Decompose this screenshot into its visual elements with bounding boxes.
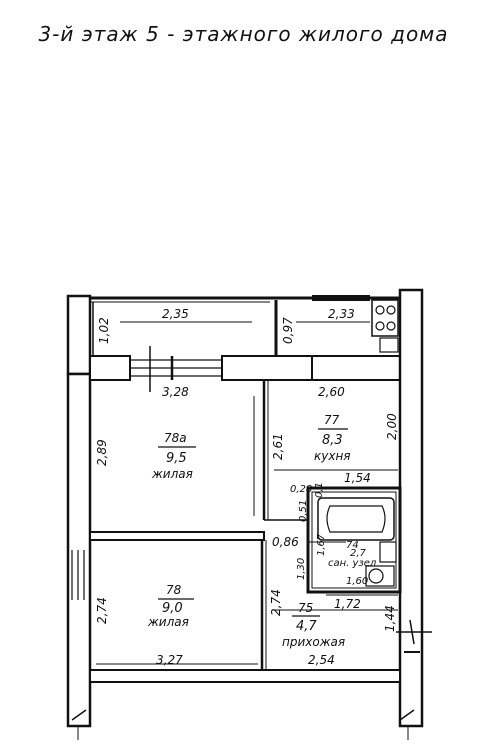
dim-0-28: 0,28 xyxy=(290,484,312,495)
room-75: 75 4,7 прихожая xyxy=(282,601,345,649)
wall-left-lower xyxy=(66,372,92,728)
dim-0-86: 0,86 xyxy=(272,535,299,549)
bathroom-walls xyxy=(306,486,402,594)
window-wall-segment-1 xyxy=(89,355,131,381)
dim-0-51: 0,51 xyxy=(298,500,309,522)
dim-1-44: 1,44 xyxy=(383,605,397,632)
dim-1-30: 1,30 xyxy=(296,558,307,580)
room-78-name: жилая xyxy=(147,615,189,629)
toilet-icon xyxy=(365,565,395,587)
dim-1-02: 1,02 xyxy=(97,317,111,344)
room-77-name: кухня xyxy=(314,449,351,463)
dim-2-60: 2,60 xyxy=(318,385,345,399)
dim-1-60: 1,60 xyxy=(346,576,368,587)
dim-2-61: 2,61 xyxy=(271,433,285,460)
dim-2-33: 2,33 xyxy=(328,307,355,321)
wall-bottom xyxy=(89,669,401,683)
room-75-number: 75 xyxy=(298,601,313,615)
washbasin-icon xyxy=(379,541,397,563)
room-74-area: 2,7 xyxy=(350,548,367,559)
sink-icon xyxy=(379,337,399,353)
window-wall-segment-2 xyxy=(221,355,313,381)
dim-1-54: 1,54 xyxy=(344,471,371,485)
dim-2-00: 2,00 xyxy=(385,413,399,440)
stove-icon xyxy=(371,299,399,337)
window-room-78a xyxy=(130,346,222,392)
room-74-number: 74 xyxy=(346,540,359,551)
dim-2-89: 2,89 xyxy=(95,439,109,466)
room-78a: 78а 9,5 жилая xyxy=(151,431,196,481)
dim-0-1: 0,1 xyxy=(314,482,325,498)
room-74: 74 2,7 сан. узел xyxy=(328,540,377,569)
wall-right xyxy=(398,288,424,728)
room-75-name: прихожая xyxy=(282,635,345,649)
room-78a-name: жилая xyxy=(151,467,193,481)
room-75-area: 4,7 xyxy=(296,619,317,634)
wall-78a-78 xyxy=(89,531,265,541)
room-77: 77 8,3 кухня xyxy=(314,413,351,463)
dim-2-74-mid: 2,74 xyxy=(269,589,283,616)
dim-3-27: 3,27 xyxy=(156,653,183,667)
room-78: 78 9,0 жилая xyxy=(147,583,194,629)
dim-0-97: 0,97 xyxy=(281,317,295,344)
dim-2-54: 2,54 xyxy=(308,653,335,667)
dim-2-74-left: 2,74 xyxy=(95,597,109,624)
dim-2-35: 2,35 xyxy=(162,307,189,321)
room-78-area: 9,0 xyxy=(162,601,183,616)
window-room-78 xyxy=(71,550,85,600)
room-78a-number: 78а xyxy=(164,431,187,445)
wall-left xyxy=(66,294,92,376)
room-77-area: 8,3 xyxy=(322,433,343,448)
room-78a-area: 9,5 xyxy=(166,451,187,466)
bathtub-icon xyxy=(317,497,395,541)
plan-title: 3-й этаж 5 - этажного жилого дома xyxy=(38,22,449,46)
room-77-number: 77 xyxy=(324,413,340,427)
dim-3-28: 3,28 xyxy=(162,385,189,399)
dim-1-67: 1,67 xyxy=(316,533,327,556)
room-78-number: 78 xyxy=(166,583,182,597)
dim-1-72: 1,72 xyxy=(334,597,361,611)
room-74-name: сан. узел xyxy=(328,558,377,569)
